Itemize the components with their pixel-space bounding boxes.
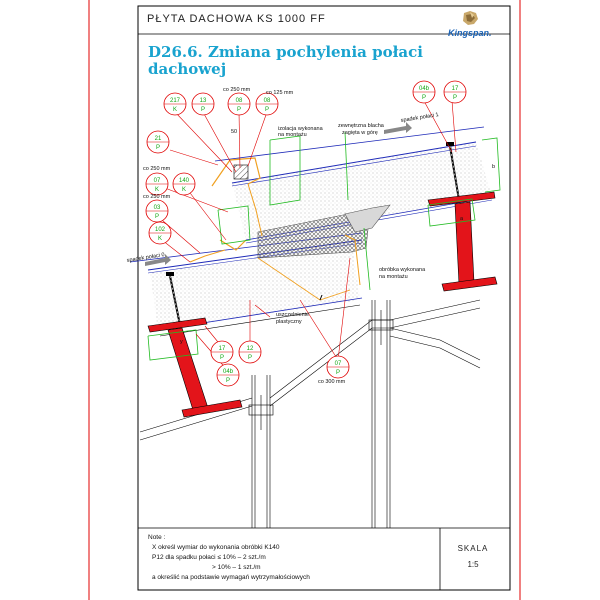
callout-04b-top: 04b P bbox=[412, 80, 436, 104]
ridge-flashing bbox=[189, 157, 263, 263]
callout-08a: 08 P bbox=[227, 92, 251, 116]
svg-text:17: 17 bbox=[219, 346, 226, 352]
zewnetrzna-label-1: zewnętrzna blacha bbox=[338, 123, 385, 129]
callout-21: 21 P bbox=[146, 130, 170, 154]
callout-03: 03 P bbox=[145, 199, 169, 223]
dim-50-label: 50 bbox=[231, 129, 237, 135]
scale-label: SKALA bbox=[457, 544, 489, 553]
dim-b-label: b bbox=[492, 164, 495, 170]
svg-text:K: K bbox=[173, 107, 177, 113]
svg-text:217: 217 bbox=[170, 98, 181, 104]
logo-text: Kingspan. bbox=[448, 28, 492, 38]
spadek-top-label: spadek połaci 1 bbox=[400, 112, 439, 124]
co250-mid-label: co 250 mm bbox=[143, 166, 171, 172]
svg-text:P: P bbox=[237, 107, 241, 113]
callout-217: 217 K bbox=[163, 92, 187, 116]
svg-text:K: K bbox=[155, 187, 159, 193]
svg-text:03: 03 bbox=[154, 205, 161, 211]
valley-flashing bbox=[257, 234, 361, 301]
callout-12: 12 P bbox=[238, 340, 262, 364]
svg-text:P: P bbox=[453, 95, 457, 101]
co300-label: co 300 mm bbox=[318, 379, 346, 385]
truss-chords bbox=[139, 299, 481, 441]
svg-text:P: P bbox=[220, 355, 224, 361]
callout-17-bottom: 17 P bbox=[210, 340, 234, 364]
logo-emblem-icon bbox=[463, 11, 478, 25]
obrobka-label-2: na montażu bbox=[379, 274, 408, 280]
callout-04b-bottom: 04b P bbox=[216, 363, 240, 387]
kingspan-logo: Kingspan. bbox=[448, 11, 496, 38]
sheet-frame bbox=[137, 5, 511, 591]
spadek-bottom-label: spadek połaci 0 bbox=[126, 252, 165, 264]
callout-07: 07 K bbox=[145, 172, 169, 196]
svg-text:12: 12 bbox=[247, 346, 254, 352]
svg-text:P: P bbox=[155, 214, 159, 220]
izolacja-label-2: na montażu bbox=[278, 132, 307, 138]
lower-column-right bbox=[368, 300, 394, 528]
svg-text:P: P bbox=[226, 378, 230, 384]
co250-mid2-label: co 250 mm bbox=[143, 194, 171, 200]
callout-13: 13 P bbox=[191, 92, 215, 116]
scale-value: 1:5 bbox=[467, 560, 479, 569]
svg-text:P: P bbox=[422, 95, 426, 101]
uszczelnienie-label-1: uszczelnienie bbox=[276, 312, 309, 318]
svg-text:08: 08 bbox=[236, 98, 243, 104]
svg-text:13: 13 bbox=[200, 98, 207, 104]
zewnetrzna-label-2: zagięta w górę bbox=[342, 130, 378, 136]
lower-fastener bbox=[166, 272, 181, 326]
notes-heading: Note : bbox=[148, 534, 166, 541]
svg-text:P: P bbox=[336, 370, 340, 376]
svg-text:140: 140 bbox=[179, 178, 190, 184]
callout-102: 102 K bbox=[148, 221, 172, 245]
note-line-2: P12 dla spadku połaci ≤ 10% – 2 szt./m bbox=[152, 554, 266, 561]
slope-arrow-top bbox=[384, 122, 412, 134]
svg-text:P: P bbox=[201, 107, 205, 113]
note-line-4: a określić na podstawie wymagań wytrzyma… bbox=[152, 574, 310, 581]
callout-08b: 08 P bbox=[255, 92, 279, 116]
uszczelnienie-label-2: plastyczny bbox=[276, 319, 302, 325]
svg-text:K: K bbox=[158, 236, 162, 242]
detail-title: D26.6. Zmiana pochylenia połaci dachowej bbox=[148, 43, 423, 78]
sheet-header-title: PŁYTA DACHOWA KS 1000 FF bbox=[147, 13, 326, 25]
note-line-3: > 10% – 1 szt./m bbox=[212, 564, 261, 571]
dim-a-label: a bbox=[460, 216, 464, 222]
svg-text:102: 102 bbox=[155, 227, 166, 233]
lower-steel-beam bbox=[147, 317, 243, 418]
svg-text:04b: 04b bbox=[223, 369, 234, 375]
dim-y-label: y bbox=[180, 339, 183, 345]
co250-top-label: co 250 mm bbox=[223, 87, 251, 93]
svg-text:08: 08 bbox=[264, 98, 271, 104]
izolacja-label-1: izolacja wykonana bbox=[278, 126, 324, 132]
callout-07-bottom: 07 P bbox=[326, 355, 350, 379]
svg-text:K: K bbox=[182, 187, 186, 193]
note-line-1: X określ wymiar do wykonania obróbki K14… bbox=[152, 544, 280, 551]
svg-text:07: 07 bbox=[154, 178, 161, 184]
co125-top-label: co 125 mm bbox=[266, 90, 294, 96]
callout-140: 140 K bbox=[172, 172, 196, 196]
svg-text:21: 21 bbox=[155, 136, 162, 142]
svg-text:P: P bbox=[156, 145, 160, 151]
svg-text:04b: 04b bbox=[419, 86, 430, 92]
svg-text:P: P bbox=[248, 355, 252, 361]
upper-fastener bbox=[446, 142, 460, 201]
upper-steel-beam bbox=[427, 191, 498, 292]
svg-text:P: P bbox=[265, 107, 269, 113]
obrobka-label-1: obróbka wykonana bbox=[379, 267, 426, 273]
slope-arrow-bottom bbox=[145, 254, 171, 266]
gap-filler bbox=[344, 204, 391, 233]
callout-17-top: 17 P bbox=[443, 80, 467, 104]
notes-block: Note : X określ wymiar do wykonania obró… bbox=[148, 533, 310, 583]
svg-text:17: 17 bbox=[452, 86, 459, 92]
lower-column-left bbox=[248, 375, 274, 528]
svg-text:07: 07 bbox=[335, 361, 342, 367]
